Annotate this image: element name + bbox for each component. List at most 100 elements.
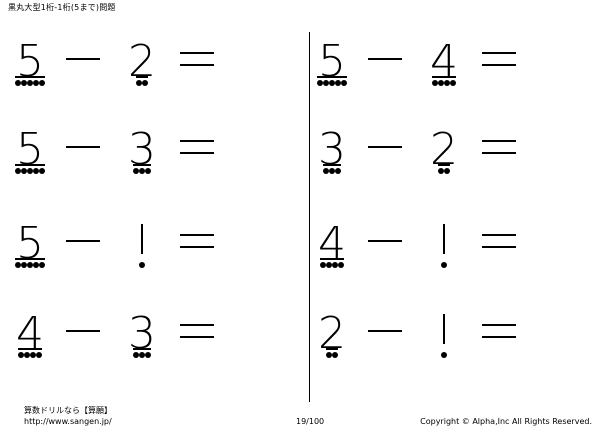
- counting-dot: [136, 80, 142, 86]
- copyright-text: Copyright © Alpha,Inc All Rights Reserve…: [420, 417, 592, 426]
- counting-dot: [323, 80, 329, 86]
- counting-dot: [21, 262, 27, 268]
- subtrahend-digit-stroke: [141, 224, 143, 254]
- subtrahend-digit-dot: [441, 262, 447, 268]
- counting-dot: [33, 262, 39, 268]
- equals-sign: [482, 52, 516, 66]
- subtrahend-dots: [133, 352, 151, 359]
- minuend-dots: [18, 352, 42, 359]
- counting-dot: [335, 80, 341, 86]
- counting-dot: [317, 80, 323, 86]
- subtrahend-underline: [133, 164, 151, 166]
- page-number: 19/100: [296, 417, 325, 426]
- minuend-dots: [317, 80, 347, 87]
- counting-dot: [39, 80, 45, 86]
- counting-dot: [18, 352, 24, 358]
- counting-dot: [432, 80, 438, 86]
- subtrahend-dots: [438, 168, 450, 175]
- minuend-underline: [317, 76, 347, 78]
- minuend-underline: [320, 258, 344, 260]
- counting-dot: [326, 352, 332, 358]
- equals-sign: [482, 234, 516, 248]
- counting-dot: [24, 352, 30, 358]
- footer-brand: 算数ドリルなら【算願】: [24, 406, 112, 415]
- counting-dot: [21, 80, 27, 86]
- counting-dot: [139, 168, 145, 174]
- minuend-underline: [326, 348, 338, 350]
- counting-dot: [320, 262, 326, 268]
- subtraction-problem: 21: [312, 312, 532, 372]
- subtrahend-digit-stroke: [443, 314, 445, 344]
- counting-dot: [27, 80, 33, 86]
- counting-dot: [139, 352, 145, 358]
- counting-dot: [27, 168, 33, 174]
- minuend-dots: [15, 80, 45, 87]
- subtrahend-dots: [432, 80, 456, 87]
- counting-dot: [39, 262, 45, 268]
- minus-sign: [66, 240, 100, 242]
- subtrahend-dots: [136, 80, 148, 87]
- counting-dot: [444, 80, 450, 86]
- counting-dot: [33, 168, 39, 174]
- counting-dot: [36, 352, 42, 358]
- subtrahend-digit-dot: [139, 262, 145, 268]
- equals-sign: [482, 140, 516, 154]
- equals-sign: [180, 234, 214, 248]
- counting-dot: [323, 168, 329, 174]
- subtrahend-underline: [438, 164, 450, 166]
- counting-dot: [438, 168, 444, 174]
- footer-url-link[interactable]: http://www.sangen.jp/: [24, 417, 112, 426]
- minus-sign: [368, 330, 402, 332]
- counting-dot: [21, 168, 27, 174]
- equals-sign: [180, 324, 214, 338]
- minus-sign: [368, 240, 402, 242]
- subtrahend-underline: [432, 76, 456, 78]
- equals-sign: [180, 140, 214, 154]
- minuend-underline: [323, 164, 341, 166]
- minuend-dots: [326, 352, 338, 359]
- minus-sign: [66, 58, 100, 60]
- counting-dot: [329, 80, 335, 86]
- subtrahend-underline: [133, 348, 151, 350]
- subtraction-problem: 41: [312, 222, 532, 282]
- subtrahend-dots: [133, 168, 151, 175]
- worksheet-title: 黒丸大型1桁-1桁(5まで)問題: [8, 3, 116, 12]
- minuend-dots: [323, 168, 341, 175]
- counting-dot: [15, 168, 21, 174]
- subtraction-problem: 51: [10, 222, 230, 282]
- minuend-underline: [15, 76, 45, 78]
- counting-dot: [329, 168, 335, 174]
- minus-sign: [368, 146, 402, 148]
- minus-sign: [66, 146, 100, 148]
- counting-dot: [450, 80, 456, 86]
- counting-dot: [326, 262, 332, 268]
- counting-dot: [15, 262, 21, 268]
- counting-dot: [27, 262, 33, 268]
- subtrahend-digit-dot: [441, 352, 447, 358]
- minus-sign: [368, 58, 402, 60]
- counting-dot: [15, 80, 21, 86]
- footer-left: 算数ドリルなら【算願】 http://www.sangen.jp/: [24, 405, 112, 427]
- minuend-underline: [18, 348, 42, 350]
- minus-sign: [66, 330, 100, 332]
- counting-dot: [332, 262, 338, 268]
- counting-dot: [444, 168, 450, 174]
- counting-dot: [33, 80, 39, 86]
- subtrahend-digit-stroke: [443, 224, 445, 254]
- counting-dot: [438, 80, 444, 86]
- counting-dot: [332, 352, 338, 358]
- counting-dot: [39, 168, 45, 174]
- counting-dot: [341, 80, 347, 86]
- counting-dot: [145, 352, 151, 358]
- counting-dot: [133, 352, 139, 358]
- minuend-dots: [15, 262, 45, 269]
- minuend-dots: [15, 168, 45, 175]
- counting-dot: [142, 80, 148, 86]
- subtrahend-underline: [136, 76, 148, 78]
- minuend-underline: [15, 164, 45, 166]
- counting-dot: [335, 168, 341, 174]
